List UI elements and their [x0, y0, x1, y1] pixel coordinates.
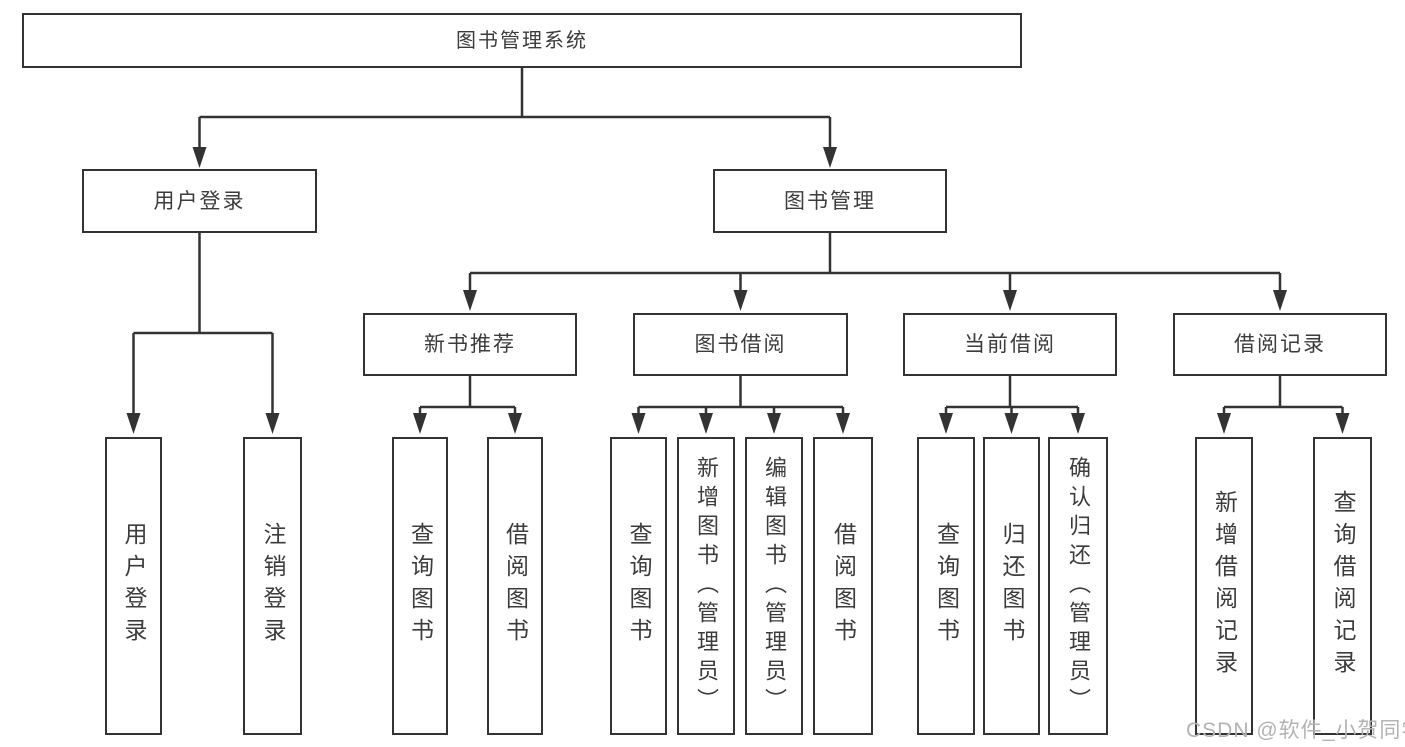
- node-user-login-label: 用户登录: [153, 189, 246, 213]
- node-book-management-label: 图书管理: [784, 189, 876, 213]
- connector-current-borrowing-to-leaves: [939, 376, 1085, 434]
- connector-borrowing-records-to-leaves: [1217, 376, 1350, 434]
- node-root-label: 图书管理系统: [456, 29, 588, 52]
- node-user-login: 用户登录: [82, 169, 317, 233]
- node-logout-action-label: 注销登录: [260, 522, 286, 650]
- node-query-borrowing-record-label: 查询借阅记录: [1330, 490, 1356, 682]
- node-confirm-return-admin-label: 确认归还（管理员）: [1066, 455, 1091, 717]
- connector-user-login-to-leaves: [126, 233, 280, 434]
- node-borrow-books-1-label: 借阅图书: [502, 522, 529, 650]
- node-add-books-admin: 新增图书（管理员）: [677, 437, 735, 735]
- node-edit-books-admin-label: 编辑图书（管理员）: [762, 455, 787, 717]
- node-user-login-action: 用户登录: [105, 437, 162, 735]
- node-return-books-label: 归还图书: [999, 522, 1025, 650]
- connector-book-borrowing-to-leaves: [631, 376, 850, 434]
- node-borrowing-records: 借阅记录: [1173, 313, 1387, 376]
- node-user-login-action-label: 用户登录: [121, 522, 147, 650]
- node-borrow-books-1: 借阅图书: [487, 437, 543, 735]
- node-borrow-books-2: 借阅图书: [813, 437, 873, 735]
- node-add-borrowing-record-label: 新增借阅记录: [1211, 490, 1238, 682]
- connector-book-management-to-level3: [463, 233, 1287, 311]
- node-new-book-recommendation-label: 新书推荐: [424, 333, 516, 356]
- node-query-books-3-label: 查询图书: [933, 522, 960, 650]
- node-query-books-2: 查询图书: [610, 437, 667, 735]
- node-query-borrowing-record: 查询借阅记录: [1313, 437, 1372, 735]
- node-book-borrowing: 图书借阅: [633, 313, 848, 376]
- node-current-borrowing: 当前借阅: [903, 313, 1117, 376]
- node-new-book-recommendation: 新书推荐: [363, 313, 577, 376]
- node-book-management: 图书管理: [713, 169, 947, 233]
- node-confirm-return-admin: 确认归还（管理员）: [1048, 437, 1108, 735]
- node-add-books-admin-label: 新增图书（管理员）: [694, 455, 719, 717]
- csdn-watermark: CSDN @软件_小贺同学: [1186, 719, 1405, 742]
- node-current-borrowing-label: 当前借阅: [964, 333, 1056, 356]
- node-borrow-books-2-label: 借阅图书: [830, 522, 857, 650]
- node-query-books-1-label: 查询图书: [407, 522, 434, 650]
- node-query-books-3: 查询图书: [917, 437, 975, 735]
- connector-new-book-to-leaves: [413, 376, 522, 434]
- connector-root-to-level2: [192, 68, 837, 168]
- node-root: 图书管理系统: [22, 13, 1022, 68]
- node-edit-books-admin: 编辑图书（管理员）: [745, 437, 803, 735]
- node-add-borrowing-record: 新增借阅记录: [1195, 437, 1253, 735]
- node-return-books: 归还图书: [983, 437, 1040, 735]
- node-borrowing-records-label: 借阅记录: [1234, 333, 1326, 356]
- node-book-borrowing-label: 图书借阅: [694, 333, 787, 356]
- node-logout-action: 注销登录: [243, 437, 302, 735]
- node-query-books-2-label: 查询图书: [626, 522, 652, 650]
- node-query-books-1: 查询图书: [392, 437, 448, 735]
